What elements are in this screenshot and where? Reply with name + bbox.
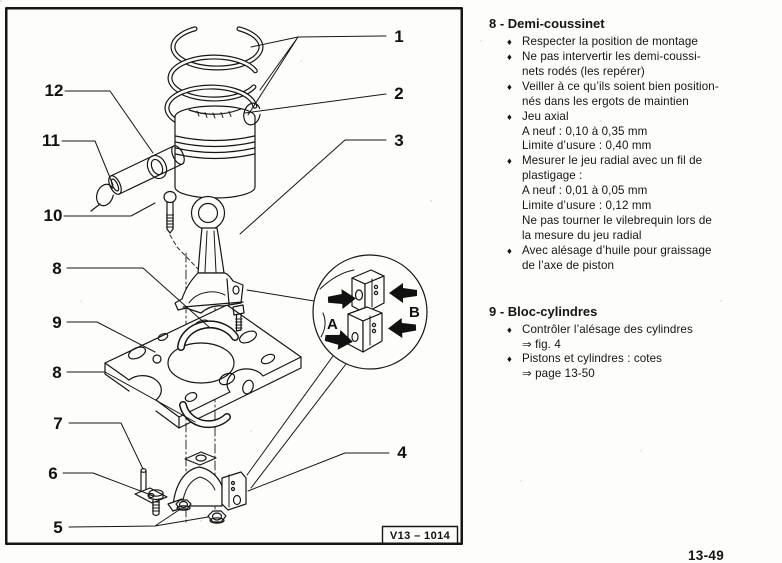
- section-heading: 8 - Demi-coussinet: [489, 16, 605, 31]
- callout-8b: 8: [52, 363, 61, 382]
- callout-11: 11: [42, 131, 60, 150]
- hex-nuts: [175, 499, 227, 524]
- section-heading: 9 - Bloc-cylindres: [489, 303, 598, 319]
- rod-cap: [167, 451, 247, 512]
- bullet-item: ♦ Ne pas intervertir les demi-coussi-nets…: [489, 50, 781, 80]
- rod-bolt: [163, 190, 199, 270]
- bullet-item-lines: Veiller à ce qu’ils soient bien position…: [522, 80, 781, 110]
- callout-8a: 8: [52, 259, 61, 278]
- text-line: ⇒ page 13-50: [522, 367, 595, 381]
- text-line: Jeu axial: [522, 109, 569, 123]
- bullet-item: ♦ Contrôler l’alésage des cylindres⇒ fig.…: [489, 323, 781, 353]
- detail-inset: A B: [312, 254, 428, 370]
- text-line: la mesure du jeu radial: [522, 228, 642, 242]
- text-line: Respecter la position de montage: [522, 35, 698, 48]
- bullet-item-lines: Pistons et cylindres : cotes⇒ page 13-50: [522, 352, 781, 382]
- cylinder-block-plate: [104, 304, 302, 429]
- text-line: Pistons et cylindres : cotes: [522, 352, 663, 366]
- bullet-item: ♦ Respecter la position de montage: [489, 35, 781, 50]
- bullet-diamond-icon: ♦: [507, 354, 512, 366]
- callout-9: 9: [52, 313, 61, 332]
- piston: [146, 102, 261, 199]
- bullet-item-lines: Ne pas intervertir les demi-coussi-nets …: [522, 50, 781, 80]
- piston-pin: [108, 145, 185, 195]
- text-line: Ne pas intervertir les demi-coussi-: [522, 50, 701, 63]
- text-line: Ne pas tourner le vilebrequin lors de: [522, 213, 712, 227]
- inset-label-a: A: [327, 316, 338, 333]
- figure-code: V13 – 1014: [390, 530, 451, 542]
- bullet-diamond-icon: ♦: [507, 37, 512, 48]
- text-line: plastigage :: [522, 169, 583, 183]
- oil-scraper-ring: [188, 108, 242, 119]
- position-arrows: [324, 283, 417, 350]
- callout-2: 2: [394, 84, 403, 103]
- exploded-view-figure: A B 1 2: [5, 7, 463, 545]
- section-demi-coussinet: 8 - Demi-coussinet ♦ Respecter la position…: [489, 16, 781, 274]
- text-line: nets rodés (les repérer): [522, 64, 645, 78]
- bullet-diamond-icon: ♦: [507, 52, 512, 63]
- bullet-item-lines: Contrôler l’alésage des cylindres⇒ fig. …: [522, 323, 781, 353]
- bullet-diamond-icon: ♦: [507, 324, 512, 336]
- callout-7: 7: [53, 414, 62, 433]
- figure-code-box: V13 – 1014: [381, 525, 459, 545]
- bullet-diamond-icon: ♦: [507, 156, 512, 168]
- piston-circlip-right: [243, 102, 261, 126]
- bearing-shell-upper: [177, 320, 239, 351]
- section-bloc-cylindres: 9 - Bloc-cylindres ♦ Contrôler l’alésage d…: [489, 304, 781, 383]
- text-line: Limite d’usure : 0,40 mm: [522, 139, 652, 153]
- bullet-item: ♦ Veiller à ce qu’ils soient bien positio…: [489, 80, 781, 110]
- text-line: Limite d’usure : 0,12 mm: [522, 199, 652, 213]
- callout-6: 6: [48, 464, 57, 483]
- page-number: 13-49: [688, 548, 725, 563]
- paper-noise: [0, 0, 2, 2]
- text-line: nés dans les ergots de maintien: [522, 94, 689, 108]
- callout-4: 4: [397, 443, 407, 462]
- bullet-item-lines: Respecter la position de montage: [522, 35, 781, 50]
- bullet-item: ♦ Pistons et cylindres : cotes⇒ page 13-5…: [489, 352, 781, 382]
- text-line: ⇒ fig. 4: [522, 337, 561, 351]
- text-line: A neuf : 0,10 à 0,35 mm: [522, 124, 648, 138]
- text-line: Mesurer le jeu radial avec un fil de: [522, 154, 703, 168]
- callout-5: 5: [53, 518, 62, 537]
- bullet-diamond-icon: ♦: [507, 111, 512, 123]
- bullet-diamond-icon: ♦: [507, 81, 512, 93]
- callout-10: 10: [44, 206, 63, 225]
- connecting-rod: [174, 195, 245, 332]
- bullet-diamond-icon: ♦: [507, 245, 512, 257]
- inset-label-b: B: [409, 304, 420, 321]
- text-line: Contrôler l’alésage des cylindres: [522, 322, 693, 336]
- bearing-shell-lower: [179, 401, 231, 429]
- text-line: A neuf : 0,01 à 0,05 mm: [522, 184, 648, 198]
- callout-1: 1: [394, 27, 403, 46]
- circlip: [90, 183, 115, 212]
- callout-3: 3: [394, 131, 403, 150]
- callout-leader-lines: [61, 35, 390, 528]
- text-line: Veiller à ce qu’ils soient bien position…: [522, 79, 719, 93]
- bearing-cap-blocks: [347, 269, 385, 353]
- text-line: de l’axe de piston: [522, 258, 615, 272]
- figure-border: [5, 7, 463, 545]
- text-line: Avec alésage d’huile pour graissage: [522, 243, 712, 257]
- callout-12: 12: [45, 81, 64, 100]
- callout-numbers: 1 2 3 4 12 11 10 8 9 8 7 6 5: [42, 27, 407, 537]
- inset-pointer-lines: [246, 289, 347, 489]
- rod-cap-bolt: [232, 304, 245, 332]
- text-column: 8 - Demi-coussinet ♦ Respecter la position…: [489, 16, 781, 382]
